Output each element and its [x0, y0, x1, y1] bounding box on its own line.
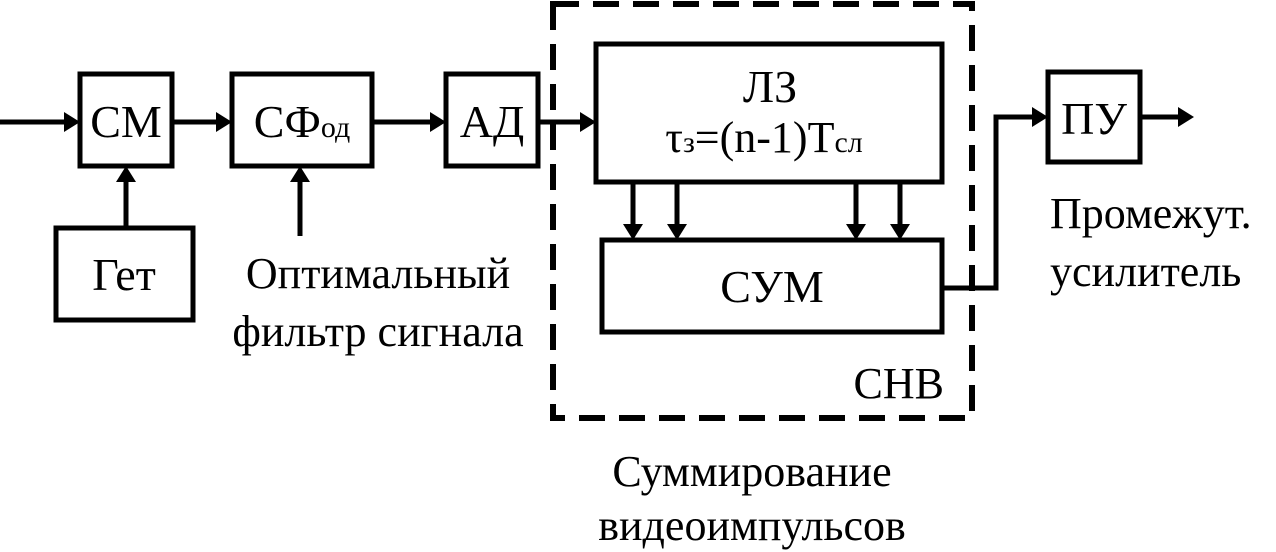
sfod-sub: од	[321, 111, 350, 144]
lz-sum-arrow-4	[890, 224, 910, 240]
ad-lz-arrow	[580, 112, 596, 132]
sum-label: СУМ	[720, 261, 824, 312]
lz-formula-tau: τ	[665, 113, 683, 162]
lz-block	[593, 41, 945, 185]
lz-sum-arrow-2	[667, 224, 687, 240]
cm-sfod-arrow	[216, 112, 232, 132]
lz-formula-mid: =(n-1)T	[695, 113, 835, 162]
sfod-block	[229, 71, 375, 169]
sum-block	[599, 237, 945, 335]
pu-output-arrow	[1178, 107, 1194, 127]
cm-label: СМ	[90, 96, 162, 147]
summation-caption-line1: Суммирование	[612, 447, 891, 496]
ad-label: АД	[460, 96, 525, 147]
lz-label: ЛЗ	[743, 61, 797, 112]
sfod-label: СФод	[254, 96, 350, 147]
intermediate-amp-caption-line2: усилитель	[1050, 247, 1241, 296]
sfod-main: СФ	[254, 96, 321, 147]
sfod-ad-arrow	[430, 112, 446, 132]
optimal-filter-caption-line2: фильтр сигнала	[232, 307, 523, 356]
intermediate-amp-caption-line1: Промежут.	[1050, 189, 1252, 238]
lz-formula-sub: з	[683, 126, 695, 159]
lz-formula-tsub: сл	[834, 126, 862, 159]
snv-region	[550, 1, 975, 421]
optimal-filter-caption-line1: Оптимальный	[246, 249, 510, 298]
summation-caption-line2: видеоимпульсов	[598, 501, 906, 550]
filter-sfod-arrow	[290, 166, 310, 182]
sum-pu-wire	[942, 114, 1036, 291]
sum-pu-arrow	[1032, 107, 1048, 127]
input-arrow	[64, 112, 80, 132]
ad-block	[443, 71, 541, 169]
lz-sum-arrow-1	[623, 224, 643, 240]
get-label: Гет	[92, 249, 156, 300]
pu-block	[1045, 69, 1143, 165]
pu-label: ПУ	[1061, 93, 1127, 144]
cm-block	[77, 71, 175, 169]
get-cm-arrow	[116, 166, 136, 182]
snv-caption: СНВ	[854, 359, 944, 408]
lz-formula: τз=(n-1)Tсл	[665, 113, 863, 162]
lz-sum-arrow-3	[846, 224, 866, 240]
